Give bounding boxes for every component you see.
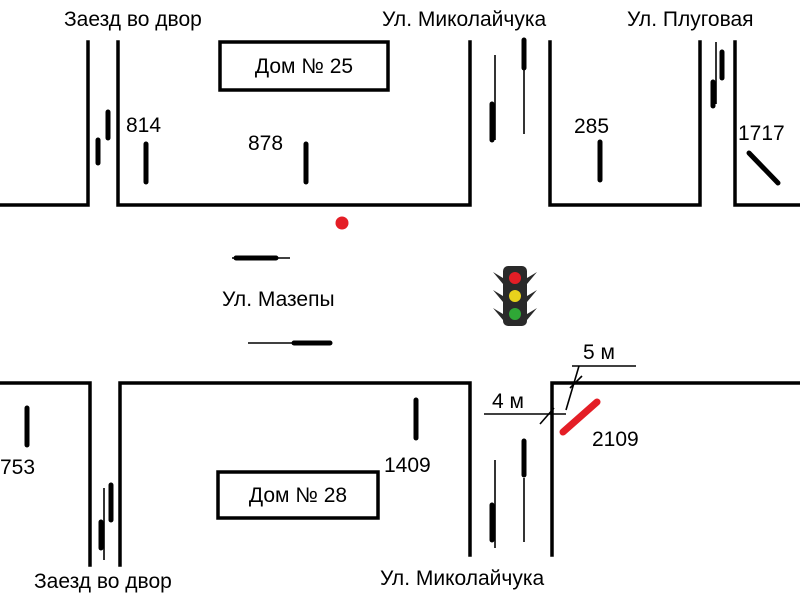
edge-nw-block <box>0 40 90 207</box>
house-28-label: Дом № 28 <box>249 484 347 507</box>
measure-5m-diag <box>565 365 580 411</box>
car-label-1717: 1717 <box>738 122 785 145</box>
street-label-pluhova: Ул. Плуговая <box>627 8 754 31</box>
cars-north: 814 878 285 1717 <box>95 37 785 186</box>
edge-south-block-28 <box>118 381 472 567</box>
house-28-box: Дом № 28 <box>216 470 380 520</box>
car-label-878: 878 <box>248 132 283 155</box>
car-1717 <box>746 150 781 186</box>
edge-ne-block <box>733 40 800 207</box>
measure-5m-tick <box>569 375 583 389</box>
street-label-top-mykolaychuka: Ул. Миколайчука <box>382 8 546 31</box>
cars-main-road <box>232 255 333 346</box>
edge-north-block-25 <box>116 40 472 207</box>
measure-label-5m: 5 м <box>583 341 615 364</box>
traffic-light-icon <box>493 266 537 326</box>
cars-south: 753 1409 <box>0 397 527 560</box>
street-label-bottom-entrance: Заезд во двор <box>34 570 172 593</box>
edge-se-block <box>550 381 800 557</box>
measure-label-4m: 4 м <box>492 390 524 413</box>
car-label-814: 814 <box>126 114 161 137</box>
edge-sw-block <box>0 381 92 567</box>
car-label-285: 285 <box>574 115 609 138</box>
accident-car-group: 2109 5 м 4 м <box>484 341 639 451</box>
car-label-1409: 1409 <box>384 454 431 477</box>
car-label-2109: 2109 <box>592 428 639 451</box>
impact-point-icon <box>335 216 349 230</box>
street-label-mazepy: Ул. Мазепы <box>222 288 335 311</box>
car-label-753: 753 <box>0 456 35 479</box>
measure-4m-tick <box>539 407 555 425</box>
street-label-bottom-mykolaychuka: Ул. Миколайчука <box>380 567 544 590</box>
street-label-top-entrance: Заезд во двор <box>64 8 202 31</box>
house-25-label: Дом № 25 <box>255 55 353 78</box>
north-road-edges <box>0 40 800 207</box>
car-2109 <box>559 398 601 436</box>
edge-north-block-285 <box>548 40 702 207</box>
south-road-edges <box>0 381 800 567</box>
house-25-box: Дом № 25 <box>218 40 390 92</box>
